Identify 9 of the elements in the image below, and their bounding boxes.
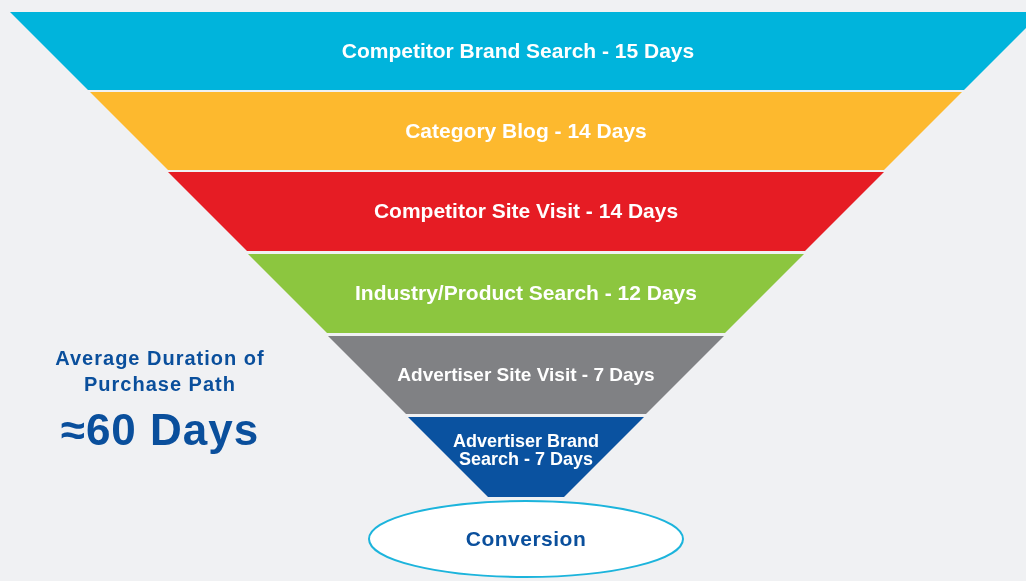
stage-label: Competitor Brand Search - 15 Days (340, 39, 696, 61)
conversion-label: Conversion (465, 527, 587, 551)
stage-label: Competitor Site Visit - 14 Days (372, 200, 680, 221)
stage-label: Industry/Product Search - 12 Days (354, 282, 698, 303)
stage-label: Category Blog - 14 Days (404, 119, 648, 141)
stage-label: Advertiser Site Visit - 7 Days (396, 364, 656, 384)
stage-label: Advertiser Brand Search - 7 Days (451, 432, 601, 468)
duration-caption: Average Duration of Purchase Path (54, 346, 266, 397)
duration-value: ≈60 Days (59, 405, 261, 455)
